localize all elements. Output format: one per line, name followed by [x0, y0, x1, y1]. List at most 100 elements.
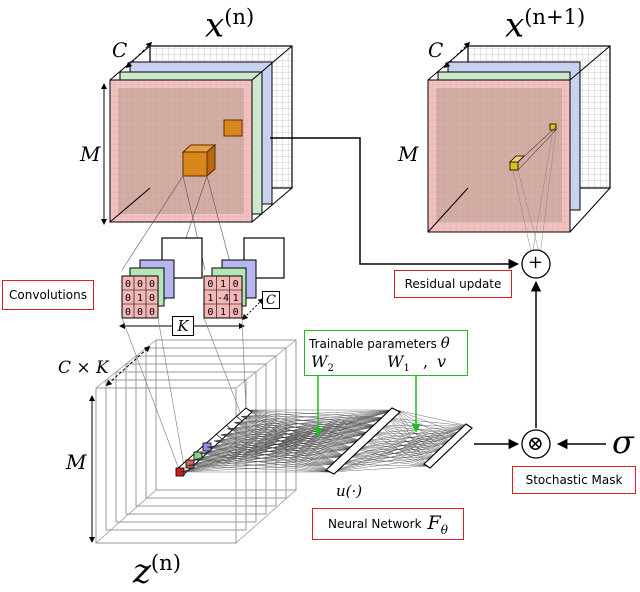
nn-connection: [241, 416, 347, 457]
nn-connection: [247, 409, 380, 426]
cxk-dim-arrow: [105, 345, 151, 387]
neural-network: [179, 376, 473, 475]
tensor-z-n: [95, 317, 297, 544]
nn-connection: [234, 422, 355, 449]
nn-connection: [186, 448, 355, 466]
kernel-cell: 0: [137, 307, 143, 318]
nn-connection: [193, 459, 339, 465]
nn-connection: [200, 453, 339, 465]
tensor-x-n1: [427, 45, 611, 257]
trainable-parameters-text: Trainable parameters θ: [309, 334, 450, 352]
nn-connection: [193, 456, 347, 460]
orange-voxel-large: [182, 151, 208, 177]
nn-connection: [186, 464, 339, 466]
nn-connection: [200, 448, 355, 454]
kernel-cell: 0: [233, 307, 239, 318]
nn-connection: [241, 416, 331, 473]
kernel-cell: 0: [149, 293, 155, 304]
nn-connection: [193, 459, 331, 473]
nn-connection: [247, 409, 339, 465]
nn-connection: [220, 434, 331, 473]
c-label-kernel: C: [262, 291, 280, 309]
convolutions-label: Convolutions: [2, 280, 94, 310]
nn-connection: [207, 447, 347, 457]
nn-connection: [207, 447, 331, 473]
plus-symbol: +: [528, 252, 544, 273]
nn-connection: [379, 425, 428, 467]
nn-connection: [395, 409, 470, 427]
kernel-cell: -4: [217, 293, 229, 304]
hidden-layer: [324, 407, 402, 475]
weight-labels: W2 W1 , v: [311, 352, 447, 375]
nn-connection: [346, 456, 428, 467]
kernel-cell: 0: [207, 279, 213, 290]
kernel-cell: 0: [125, 307, 131, 318]
nn-connection: [186, 465, 331, 473]
m-label-x-n: M: [80, 142, 101, 166]
kernel-cell: 0: [125, 293, 131, 304]
nn-connection: [329, 465, 428, 473]
nn-connection: [213, 440, 331, 473]
nn-connection: [247, 409, 355, 449]
nn-connection: [234, 422, 347, 457]
kernel-cell: 0: [125, 279, 131, 290]
nn-connection: [193, 448, 355, 460]
nn-connection: [200, 453, 347, 457]
m-label-z-n: M: [66, 450, 87, 474]
residual-update-label: Residual update: [394, 270, 512, 298]
kernel-cell: 0: [149, 307, 155, 318]
nn-connection: [213, 440, 339, 465]
m-label-x-n1: M: [398, 142, 419, 166]
x-n1-label: x(n+1): [505, 4, 586, 46]
nn-connection: [338, 464, 428, 467]
nn-connection: [234, 422, 331, 473]
trainable-parameters-box: Trainable parameters θ W2 W1 , v: [304, 330, 468, 376]
k-label: K: [172, 316, 194, 336]
kernel-cell: 1: [233, 293, 239, 304]
kernel-cell: 0: [233, 279, 239, 290]
nn-connection: [186, 456, 347, 466]
kernel-cell: 1: [137, 293, 143, 304]
stochastic-mask-label: Stochastic Mask: [512, 466, 636, 494]
nn-connection: [371, 433, 428, 467]
nn-connection: [241, 416, 339, 465]
nn-connection: [395, 409, 436, 459]
kernel-cell: 1: [207, 293, 213, 304]
nn-connection: [227, 428, 339, 465]
kernel-cell: 1: [220, 307, 226, 318]
nn-connection: [213, 440, 347, 457]
w2-label: W2: [311, 352, 334, 375]
multiply-operator: [521, 429, 551, 459]
neural-network-label: Neural Network Fθ: [312, 508, 464, 540]
nn-connection: [179, 448, 355, 473]
c-dim-arrow-x-n: [125, 41, 153, 69]
tensor-x-n: [109, 45, 293, 223]
nn-connection: [247, 409, 372, 434]
nn-connection: [234, 422, 339, 465]
kernel-cell: 0: [149, 279, 155, 290]
nn-connection: [179, 464, 339, 473]
nn-connection: [247, 409, 331, 473]
nn-connection: [220, 434, 339, 465]
nn-connection: [241, 416, 355, 449]
nn-connection: [227, 428, 355, 449]
c-label-x-n: C: [112, 38, 128, 62]
residual-path-arrow: [270, 137, 520, 270]
nn-connection: [362, 440, 428, 467]
nn-connection: [227, 428, 347, 457]
nn-connection: [220, 434, 355, 449]
nn-connection: [207, 447, 339, 465]
nn-connection: [213, 440, 355, 449]
nn-connection: [354, 448, 428, 467]
kernel-cell: 1: [220, 279, 226, 290]
nn-connection: [179, 456, 347, 473]
z-n-label: z(n): [133, 550, 181, 592]
kernel-cell: 0: [207, 307, 213, 318]
nn-connection: [395, 409, 428, 467]
nn-connection: [207, 447, 355, 449]
nn-connection: [387, 417, 428, 467]
cxk-label: C × K: [58, 358, 109, 378]
